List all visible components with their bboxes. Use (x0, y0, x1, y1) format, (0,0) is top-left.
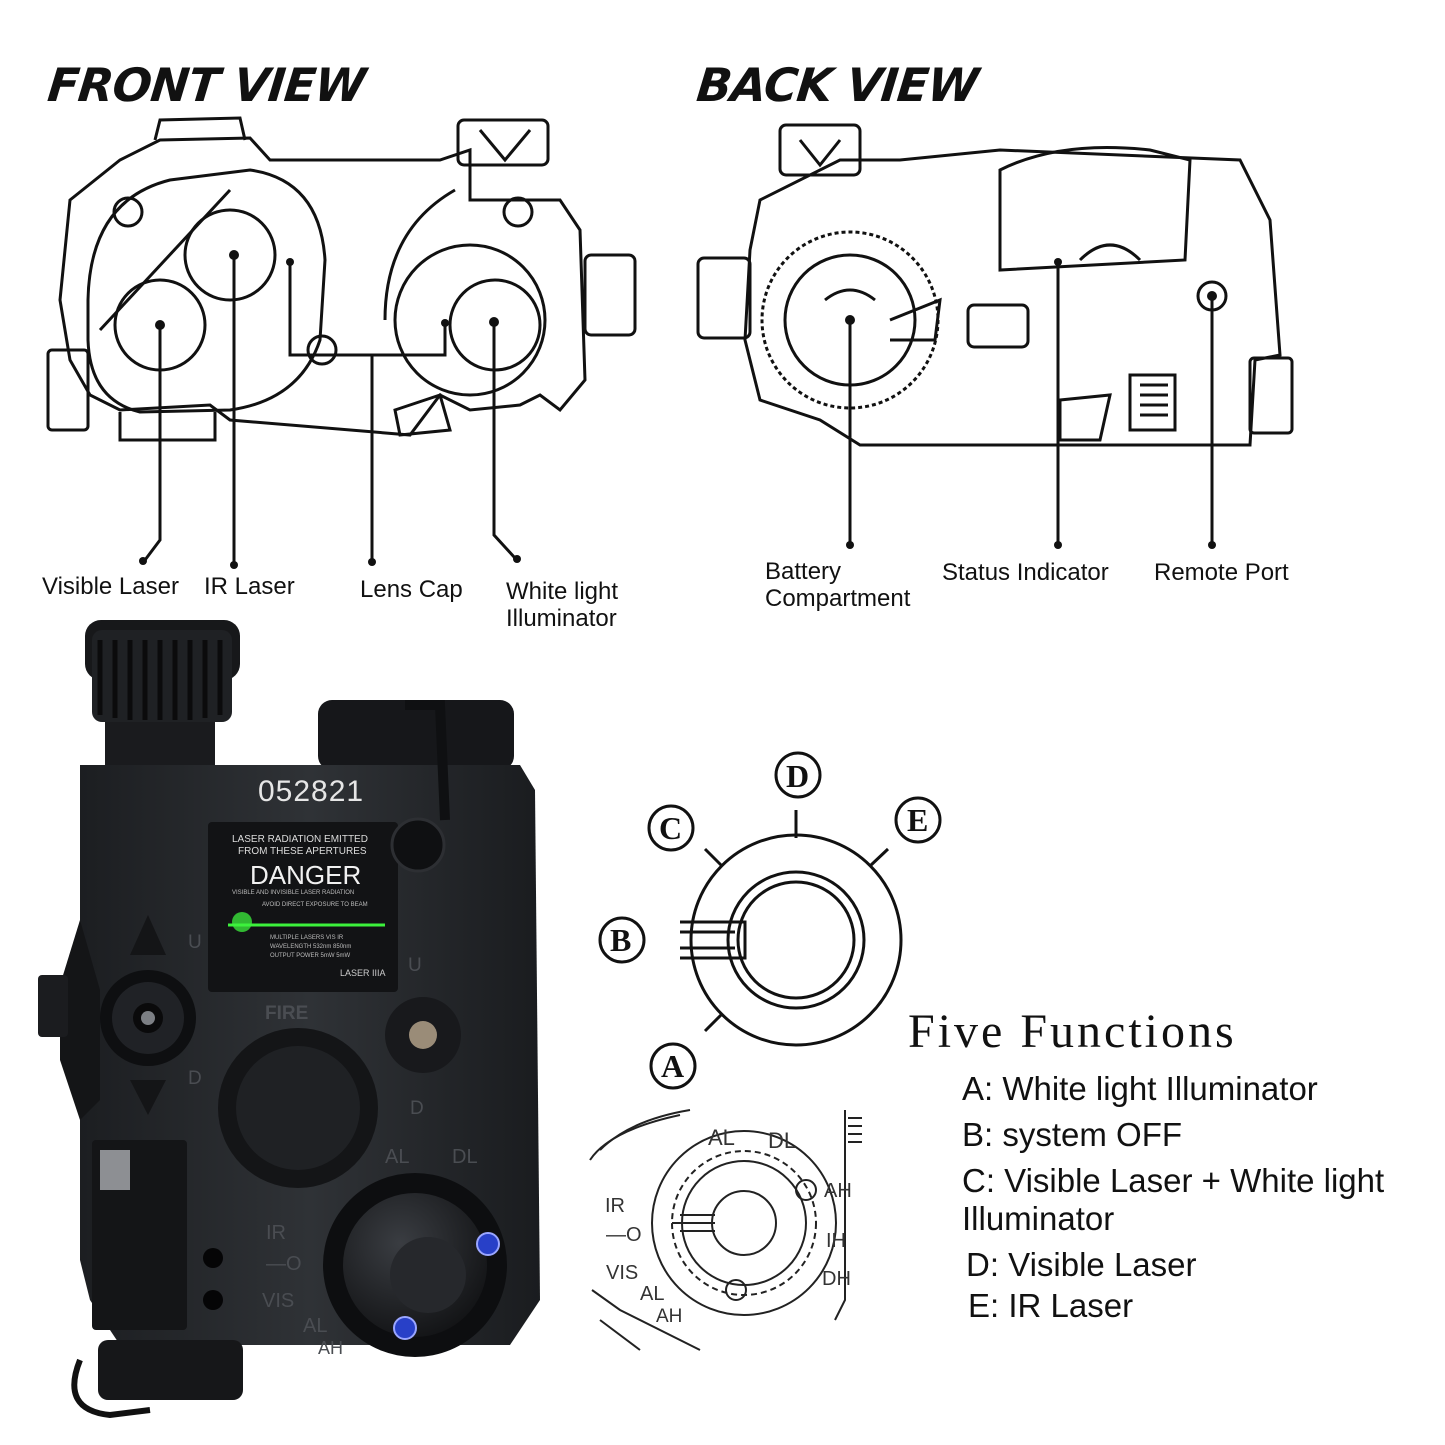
off-photo-label: —O (266, 1253, 302, 1275)
u-left-label: U (188, 932, 202, 953)
danger-label: DANGER (250, 860, 362, 890)
d-right-label: D (410, 1098, 424, 1119)
u-right-label: U (408, 955, 422, 976)
lens-cap-label: Lens Cap (360, 576, 463, 603)
spec-row1: MULTIPLE LASERS VIS IR (270, 935, 344, 941)
back-view-heading: BACK VIEW (694, 58, 981, 112)
detail-ah-low: AH (656, 1306, 683, 1327)
detail-vis: VIS (606, 1262, 639, 1284)
five-functions-title: Five Functions (908, 1005, 1237, 1058)
selector-detail-sketch (589, 1109, 862, 1351)
detail-dh: DH (822, 1268, 851, 1290)
dl-top-label: DL (452, 1146, 478, 1168)
detail-al-low: AL (640, 1283, 665, 1305)
switch-label-c: C (659, 810, 683, 846)
switch-label-d: D (786, 758, 810, 794)
ah-bottom-label: AH (318, 1338, 344, 1358)
detail-al: AL (708, 1125, 735, 1150)
warning-small2: AVOID DIRECT EXPOSURE TO BEAM (262, 902, 368, 908)
function-c: C: Visible Laser + White light (962, 1162, 1385, 1199)
front-view-drawing (46, 116, 637, 569)
white-light-label-line2: Illuminator (506, 605, 617, 632)
function-a: A: White light Illuminator (962, 1070, 1318, 1107)
spec-row3: OUTPUT POWER 5mW 5mW (270, 953, 351, 959)
switch-label-e: E (907, 802, 929, 838)
white-light-label-line1: White light (506, 578, 619, 605)
back-view-drawing (696, 123, 1294, 549)
fire-label: FIRE (265, 1003, 309, 1024)
warning-small1: VISIBLE AND INVISIBLE LASER RADIATION (232, 890, 355, 896)
switch-position-diagram (598, 751, 942, 1090)
battery-label-line1: Battery (765, 558, 842, 585)
front-view-heading: FRONT VIEW (45, 58, 368, 112)
detail-dl: DL (768, 1128, 797, 1153)
remote-port-label: Remote Port (1154, 559, 1289, 586)
serial-number: 052821 (258, 775, 365, 808)
function-b: B: system OFF (962, 1116, 1183, 1153)
switch-label-b: B (610, 922, 632, 958)
laser-class: LASER IIIA (340, 968, 386, 978)
al-top-label: AL (385, 1146, 410, 1168)
function-d: D: Visible Laser (966, 1246, 1197, 1283)
spec-row2: WAVELENGTH 532nm 850nm (270, 944, 352, 950)
d-left-label: D (188, 1068, 202, 1089)
warning-line1: LASER RADIATION EMITTED (232, 834, 368, 845)
detail-ir: IR (605, 1195, 625, 1217)
detail-ih: IH (826, 1230, 846, 1252)
function-e: E: IR Laser (968, 1287, 1134, 1324)
al-bottom-label: AL (303, 1315, 328, 1337)
status-indicator-label: Status Indicator (942, 559, 1109, 586)
warning-line2: FROM THESE APERTURES (238, 846, 367, 857)
switch-label-a: A (661, 1048, 685, 1084)
ir-photo-label: IR (266, 1222, 286, 1244)
detail-off: —O (606, 1224, 642, 1246)
ir-laser-label: IR Laser (204, 573, 295, 600)
visible-laser-label: Visible Laser (42, 573, 179, 600)
detail-ah-right: AH (824, 1180, 852, 1202)
function-c-continued: Illuminator (962, 1200, 1115, 1237)
vis-photo-label: VIS (262, 1290, 295, 1312)
battery-label-line2: Compartment (765, 585, 911, 612)
